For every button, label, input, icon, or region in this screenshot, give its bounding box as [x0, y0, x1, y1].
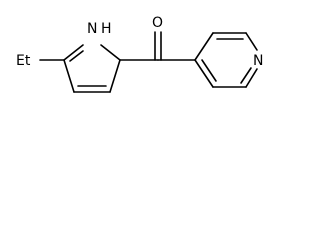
pyridine-bond-c5-c4 [194, 59, 214, 88]
carbonyl-oxygen-label: O [152, 15, 163, 31]
pyridine-bond-n1-c6-inner [240, 67, 252, 84]
pyrrole-bond-n1-c5-inner [69, 50, 84, 62]
pyrrole-hydrogen-label: H [101, 21, 112, 37]
pyridine-bond-c2-n1 [245, 32, 258, 51]
pyrrole-bond-c2-n1 [100, 44, 121, 61]
pyridine-nitrogen-label: N [253, 53, 263, 69]
pyridine-bond-c5-c4-inner [201, 59, 217, 82]
pyrrole-bond-c3-c2 [109, 59, 121, 93]
pyridine-bond-c4-c3 [194, 32, 214, 61]
pyridine-bond-n1-c6 [245, 68, 258, 88]
pyrrole-bond-c5-c4 [63, 59, 75, 93]
pyrrole-bond-n1-c5 [63, 44, 84, 61]
pyrrole-nitrogen-label: N [87, 21, 97, 37]
structure-diagram: Et N H O N [16, 15, 263, 93]
ethyl-label: Et [16, 53, 31, 69]
